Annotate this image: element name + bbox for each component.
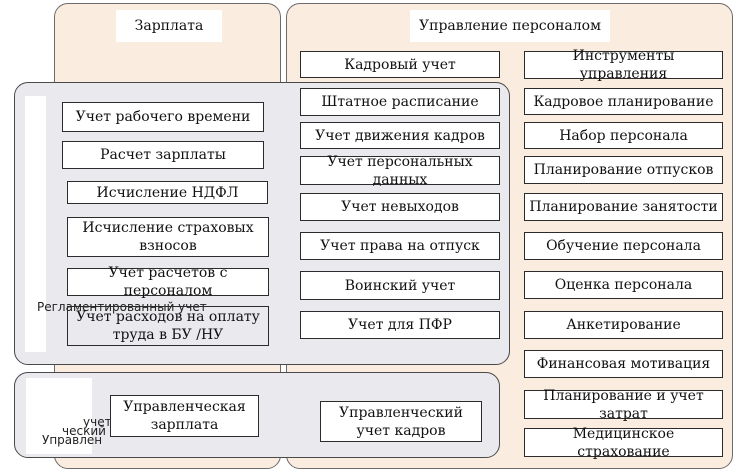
managerial-label-line-2: ческий bbox=[62, 424, 106, 438]
managerial-label-line-1: учет bbox=[83, 415, 112, 429]
hr-item-personal-data: Учет персональных данных bbox=[300, 154, 500, 188]
hr-item-personnel-movement: Учет движения кадров bbox=[300, 122, 500, 149]
managerial-label-strip bbox=[26, 378, 92, 454]
salary-column-title: Зарплата bbox=[116, 10, 222, 42]
hr-management-tools: Инструменты управления bbox=[524, 48, 723, 82]
hr-item-military: Воинский учет bbox=[300, 271, 500, 300]
tool-workforce-planning: Кадровое планирование bbox=[524, 88, 723, 115]
tool-evaluation: Оценка персонала bbox=[524, 271, 723, 299]
hr-item-staff-schedule: Штатное расписание bbox=[300, 88, 500, 116]
salary-item-payroll: Расчет зарплаты bbox=[62, 141, 264, 169]
hr-item-vacation-rights: Учет права на отпуск bbox=[300, 232, 500, 260]
tool-training: Обучение персонала bbox=[524, 232, 723, 260]
hr-column-title-text: Управление персоналом bbox=[419, 18, 601, 34]
salary-column-title-text: Зарплата bbox=[134, 18, 204, 34]
tool-financial-motivation: Финансовая мотивация bbox=[524, 350, 723, 378]
hr-item-absences: Учет невыходов bbox=[300, 193, 500, 221]
managerial-label-line-3: Управлен bbox=[42, 433, 103, 447]
salary-item-time-tracking: Учет рабочего времени bbox=[62, 102, 264, 132]
salary-item-ndfl: Исчисление НДФЛ bbox=[67, 181, 268, 204]
tool-recruitment: Набор персонала bbox=[524, 122, 723, 149]
managerial-salary: Управленческая зарплата bbox=[110, 395, 259, 437]
tool-employment-planning: Планирование занятости bbox=[524, 193, 723, 221]
regulated-accounting-label: Регламентированный учет bbox=[37, 300, 207, 314]
tool-surveys: Анкетирование bbox=[524, 311, 723, 339]
regulated-label-strip bbox=[25, 96, 46, 352]
salary-item-insurance: Исчисление страховых взносов bbox=[67, 217, 269, 257]
managerial-hr-accounting: Управленческий учет кадров bbox=[320, 401, 482, 442]
hr-column-title: Управление персоналом bbox=[410, 10, 610, 42]
tool-medical-insurance: Медицинское страхование bbox=[524, 426, 723, 460]
salary-item-labor-costs: Учет расходов на оплату труда в БУ /НУ bbox=[67, 306, 269, 346]
salary-item-settlements: Учет расчетов с персоналом bbox=[67, 265, 269, 299]
tool-cost-planning: Планирование и учет затрат bbox=[524, 388, 723, 422]
hr-item-pfr: Учет для ПФР bbox=[300, 311, 500, 339]
tool-vacation-planning: Планирование отпусков bbox=[524, 156, 723, 184]
hr-record-keeping: Кадровый учет bbox=[300, 51, 500, 78]
